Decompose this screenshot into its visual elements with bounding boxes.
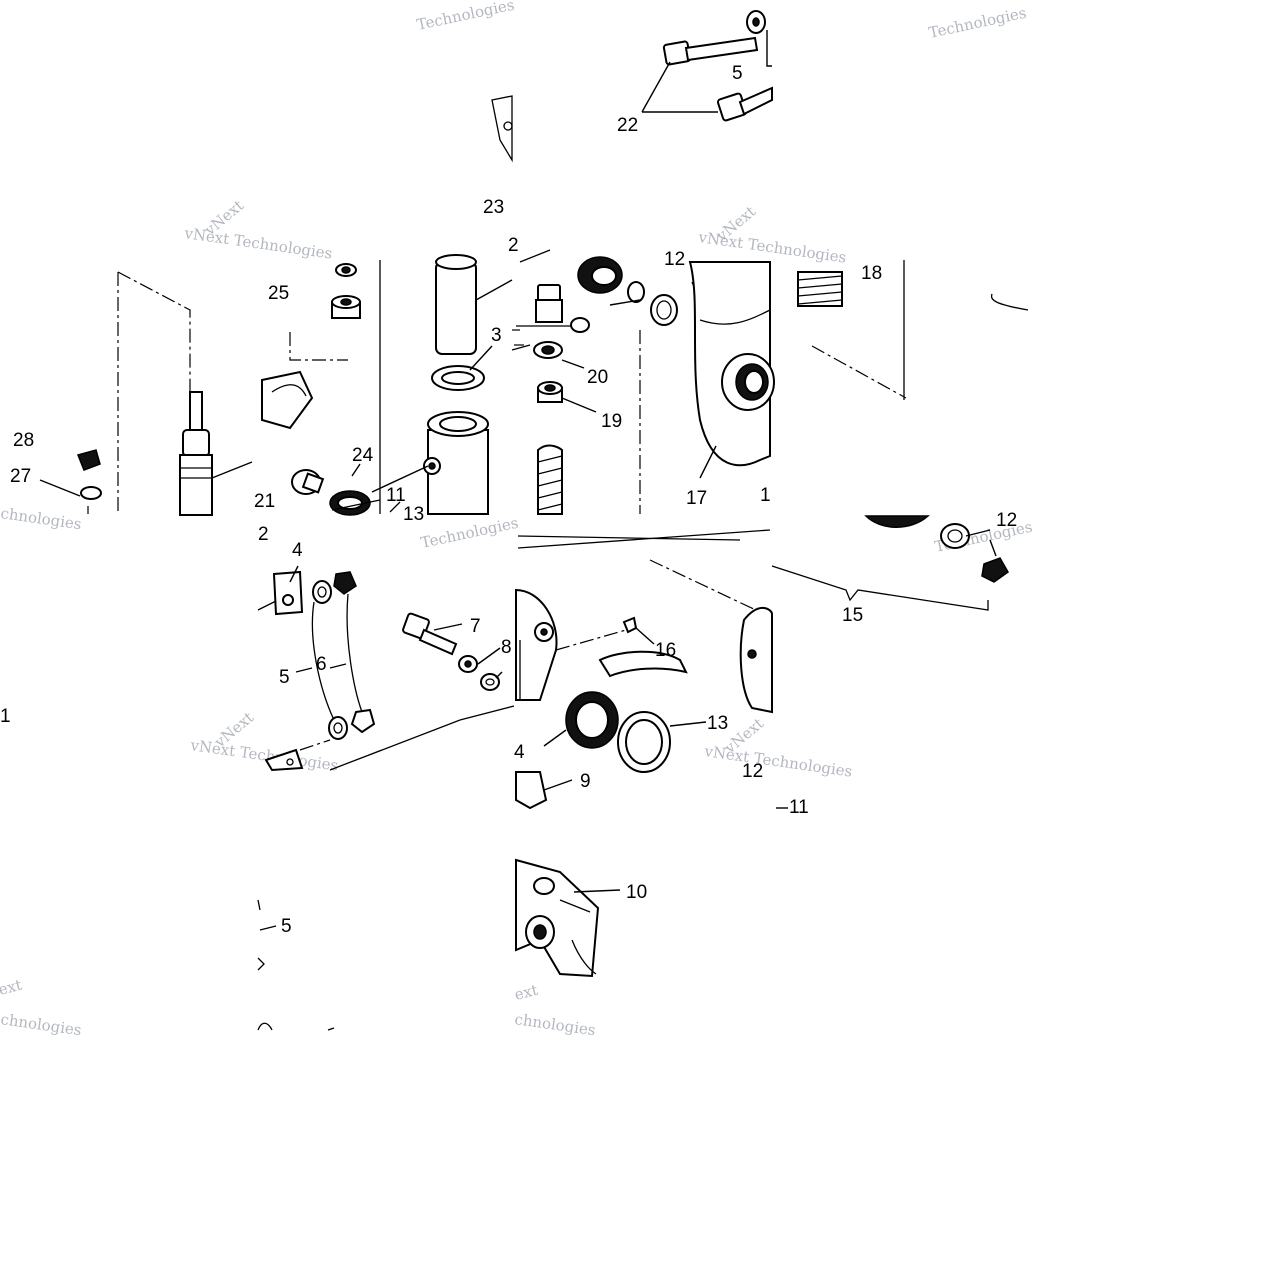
callout-label: 13 xyxy=(403,504,424,525)
callout-label: 5 xyxy=(732,63,743,84)
callout-labels: 22 5 23 25 3 2 12 18 20 19 24 11 13 28 2… xyxy=(0,63,1017,937)
spring-and-hub-right xyxy=(771,260,1029,611)
callout-label: 13 xyxy=(707,713,728,734)
callout-label: 20 xyxy=(587,367,608,388)
watermark-text: chnologies xyxy=(513,1010,596,1039)
callout-label: 1 xyxy=(0,706,11,727)
callout-label: 9 xyxy=(580,771,591,792)
callout-label: 19 xyxy=(601,411,622,432)
lower-left-fragment xyxy=(257,899,335,1031)
callout-label: 10 xyxy=(626,882,647,903)
watermark-text: Technologies xyxy=(415,0,516,34)
upper-mount-assembly xyxy=(261,254,531,516)
caliper-assembly xyxy=(515,771,621,978)
callout-label: 12 xyxy=(996,510,1017,531)
strut-assembly-left xyxy=(39,271,253,516)
linkage-assembly xyxy=(257,565,515,772)
callout-label: 17 xyxy=(686,488,707,509)
bolt-group-top xyxy=(491,10,773,163)
callout-label: 3 xyxy=(491,325,502,346)
callout-label: 5 xyxy=(281,916,292,937)
callout-label: 15 xyxy=(842,605,863,626)
callout-label: 21 xyxy=(254,491,275,512)
callout-label: 1 xyxy=(760,485,771,506)
callout-label: 27 xyxy=(10,466,31,487)
watermark-text: Technologies xyxy=(927,4,1028,42)
callout-label: 23 xyxy=(483,197,504,218)
callout-label: 16 xyxy=(655,640,676,661)
callout-label: 11 xyxy=(789,797,809,818)
callout-label: 2 xyxy=(508,235,519,256)
callout-label: 22 xyxy=(617,115,638,136)
callout-label: 12 xyxy=(664,249,685,270)
callout-label: 4 xyxy=(514,742,525,763)
watermark-text: chnologies xyxy=(0,504,83,533)
hub-assembly-right xyxy=(739,607,788,809)
callout-label: 2 xyxy=(258,524,269,545)
watermark-text: chnologies xyxy=(0,1010,83,1039)
callout-label: 24 xyxy=(352,445,374,466)
watermark-text: vNext Technologies xyxy=(188,736,339,775)
callout-label: 12 xyxy=(742,761,763,782)
watermark-text: Technologies xyxy=(419,514,520,552)
watermark-text: ext xyxy=(513,981,540,1004)
callout-label: 7 xyxy=(470,616,481,637)
callout-label: 11 xyxy=(386,485,406,506)
bracket-and-seals xyxy=(402,529,771,773)
callout-label: 8 xyxy=(501,637,512,658)
callout-label: 25 xyxy=(268,283,289,304)
watermark-text: ext xyxy=(0,976,24,999)
callout-label: 5 xyxy=(279,667,290,688)
callout-label: 28 xyxy=(13,430,34,451)
spindle-assembly xyxy=(512,249,775,515)
callout-label: 6 xyxy=(316,654,327,675)
callout-label: 18 xyxy=(861,263,882,284)
callout-label: 4 xyxy=(292,540,303,561)
